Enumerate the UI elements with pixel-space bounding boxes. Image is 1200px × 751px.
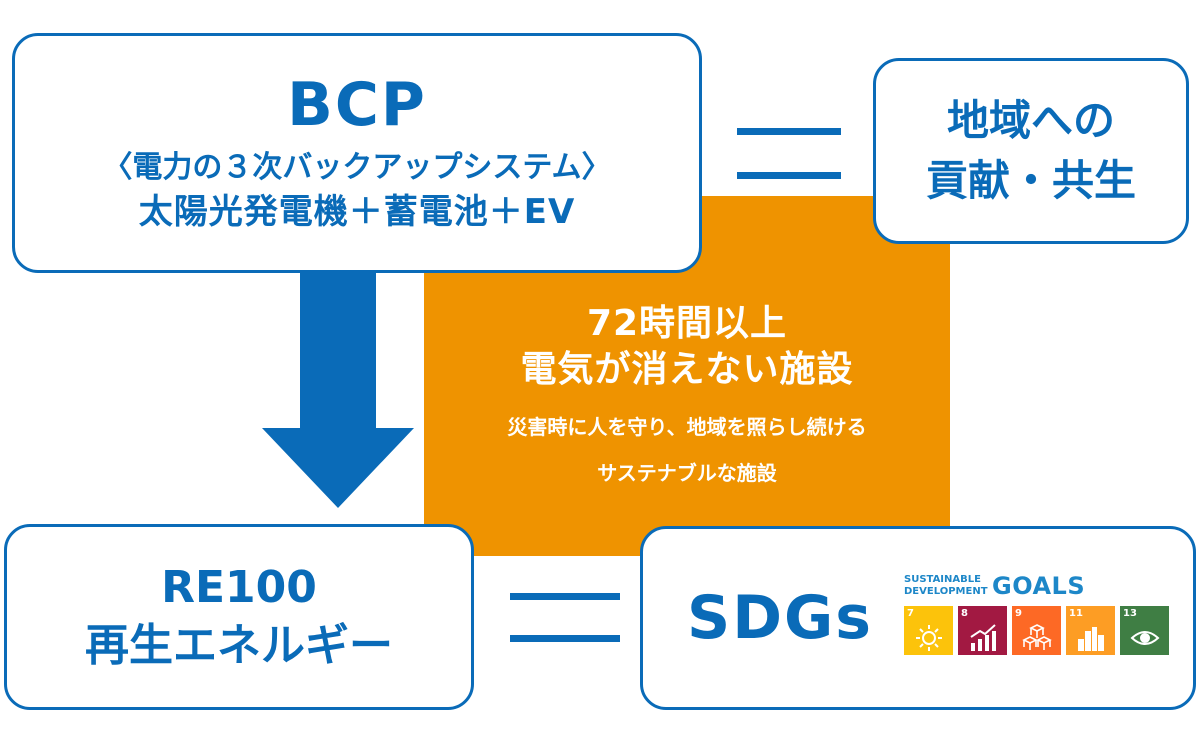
city-icon	[1078, 627, 1104, 651]
sdg-tile-7: 7	[904, 606, 953, 655]
sdg-logo-line1: SUSTAINABLE	[904, 574, 981, 585]
local-contribution-box: 地域への 貢献・共生	[873, 58, 1189, 244]
sun-icon	[916, 625, 942, 651]
sdg-tile-13: 13	[1120, 606, 1169, 655]
equals-icon	[737, 128, 841, 188]
equals-icon	[510, 593, 620, 653]
growth-chart-icon	[970, 624, 996, 651]
center-sub2: サステナブルな施設	[597, 461, 777, 485]
cubes-icon	[1022, 624, 1052, 650]
bcp-detail: 太陽光発電機＋蓄電池＋EV	[138, 192, 576, 232]
sdgs-title: SDGs	[687, 583, 873, 653]
sdg-tile-9: 9	[1012, 606, 1061, 655]
tile-number: 13	[1123, 608, 1137, 619]
sdg-tile-8: 8	[958, 606, 1007, 655]
sdg-tile-11: 11	[1066, 606, 1115, 655]
bcp-box: BCP 〈電力の３次バックアップシステム〉 太陽光発電機＋蓄電池＋EV	[12, 33, 702, 273]
eye-icon	[1130, 631, 1160, 645]
tile-number: 11	[1069, 608, 1083, 619]
bcp-title: BCP	[287, 70, 427, 140]
bcp-subtitle: 〈電力の３次バックアップシステム〉	[102, 150, 612, 185]
local-line2: 貢献・共生	[925, 156, 1136, 205]
re100-line1: RE100	[161, 562, 317, 613]
center-line2: 電気が消えない施設	[520, 349, 854, 390]
re100-line2: 再生エネルギー	[85, 620, 393, 671]
sdg-logo-goals: GOALS	[992, 572, 1086, 600]
re100-box: RE100 再生エネルギー	[4, 524, 474, 710]
tile-number: 7	[907, 608, 914, 619]
center-line1: 72時間以上	[586, 303, 788, 344]
center-sub1: 災害時に人を守り、地域を照らし続ける	[507, 415, 867, 439]
local-line1: 地域への	[946, 96, 1115, 145]
down-arrow-icon	[262, 270, 414, 508]
sdg-logo: SUSTAINABLE DEVELOPMENT GOALS	[904, 572, 1164, 604]
tile-number: 8	[961, 608, 968, 619]
sdg-logo-line2: DEVELOPMENT	[904, 586, 988, 597]
tile-number: 9	[1015, 608, 1022, 619]
